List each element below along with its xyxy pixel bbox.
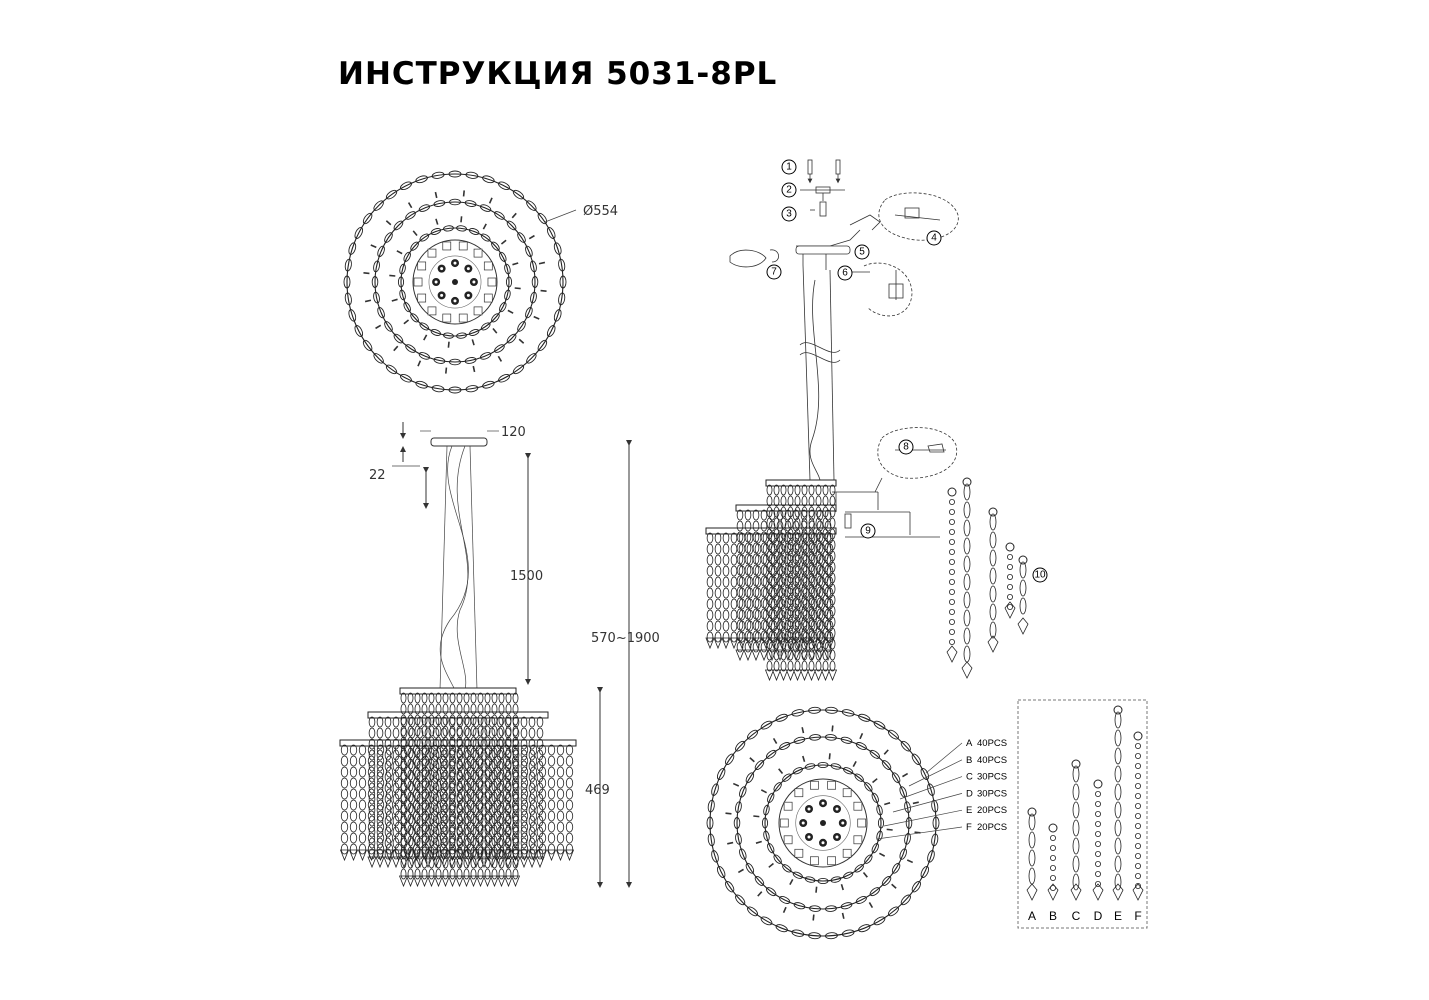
- page-title: ИНСТРУКЦИЯ 5031-8PL: [338, 56, 778, 92]
- legend-inner-ring: [761, 761, 885, 885]
- body-height-label: 469: [585, 783, 610, 798]
- legend-middle-ring: [733, 734, 913, 912]
- legend-key: F: [966, 822, 972, 833]
- strand-label-f: F: [1134, 909, 1141, 923]
- step-number: 5: [859, 247, 865, 258]
- legend-entry-f: F 20PCS: [966, 822, 1007, 833]
- outer-crystal-tier: [339, 739, 577, 862]
- legend-key: D: [966, 788, 973, 799]
- step-4-marker: 4: [926, 230, 942, 246]
- legend-outer-ring: [706, 706, 940, 940]
- legend-entry-e: E 20PCS: [966, 805, 1007, 816]
- strand-label-d: D: [1094, 909, 1103, 923]
- legend-entry-a: A 40PCS: [966, 738, 1007, 749]
- assembly-strand-5: [1017, 555, 1029, 635]
- assembly-strand-1: [946, 487, 958, 663]
- strand-type-b: [1047, 823, 1059, 901]
- step-1-marker: 1: [781, 159, 797, 175]
- top-view-drawing: Ø554: [343, 170, 618, 394]
- legend-entry-d: D 30PCS: [966, 788, 1007, 799]
- legend-entry-b: B 40PCS: [966, 755, 1007, 766]
- assembly-strand-4: [1004, 542, 1016, 619]
- step-number: 7: [771, 267, 777, 278]
- legend-quantity: 20PCS: [977, 805, 1007, 816]
- legend-key: E: [966, 805, 972, 816]
- step-number: 10: [1034, 570, 1046, 581]
- step-number: 6: [842, 268, 848, 279]
- strand-type-c: [1070, 759, 1082, 901]
- step-10-marker: 10: [1032, 567, 1048, 583]
- total-height-label: 570~1900: [591, 631, 660, 646]
- assembly-drawing: 1 2 3 4 56 7 8 9 10: [705, 159, 1048, 682]
- outer-crystal-ring: [343, 170, 567, 394]
- canopy-height-label: 22: [369, 468, 386, 483]
- legend-quantity: 30PCS: [977, 772, 1007, 783]
- step-3-marker: 3: [781, 206, 797, 222]
- strand-label-c: C: [1072, 909, 1081, 923]
- legend-view-hub: [778, 778, 868, 868]
- assembly-strand-2: [961, 477, 973, 679]
- diameter-label: Ø554: [583, 204, 618, 219]
- legend-key: C: [966, 772, 973, 783]
- legend-entry-c: C 30PCS: [966, 772, 1007, 783]
- middle-crystal-ring: [371, 198, 539, 366]
- step-number: 4: [931, 233, 937, 244]
- step-number: 9: [865, 526, 871, 537]
- strand-type-a: [1026, 807, 1038, 901]
- step-5-marker: 5: [854, 244, 870, 260]
- inner-crystal-tier: [398, 687, 521, 888]
- legend-quantity: 30PCS: [977, 788, 1007, 799]
- step-number: 2: [786, 185, 792, 196]
- top-view-hub: [412, 239, 498, 325]
- cable-length-label: 1500: [510, 569, 543, 584]
- legend-quantity: 20PCS: [977, 822, 1007, 833]
- side-view-drawing: 120 22 1500 570~1900 469: [339, 422, 660, 888]
- assembly-inner-tier: [764, 479, 838, 682]
- legend-key: B: [966, 755, 972, 766]
- strand-type-f: [1132, 731, 1144, 901]
- strand-type-d: [1092, 779, 1104, 901]
- canopy-width-label: 120: [501, 425, 526, 440]
- legend-quantity: 40PCS: [977, 755, 1007, 766]
- legend-key: A: [966, 738, 973, 749]
- step-number: 8: [903, 442, 909, 453]
- inner-ring-pins: [389, 216, 521, 348]
- strand-label-e: E: [1114, 909, 1122, 923]
- step-9-marker: 9: [860, 523, 876, 539]
- step-number: 3: [786, 209, 792, 220]
- step-6-marker: 6: [837, 265, 853, 281]
- strand-type-e: [1112, 705, 1124, 901]
- strand-types-box: [1017, 699, 1148, 929]
- middle-ring-pins: [363, 190, 547, 374]
- strand-label-a: A: [1028, 909, 1036, 923]
- step-7-marker: 7: [766, 264, 782, 280]
- step-number: 1: [786, 162, 792, 173]
- legend-middle-pins: [725, 725, 921, 921]
- legend-quantity: 40PCS: [977, 738, 1007, 749]
- legend-inner-pins: [753, 753, 893, 893]
- strand-label-b: B: [1049, 909, 1057, 923]
- step-8-marker: 8: [898, 439, 914, 455]
- step-2-marker: 2: [781, 182, 797, 198]
- inner-crystal-ring: [397, 225, 513, 339]
- assembly-strand-3: [987, 507, 999, 653]
